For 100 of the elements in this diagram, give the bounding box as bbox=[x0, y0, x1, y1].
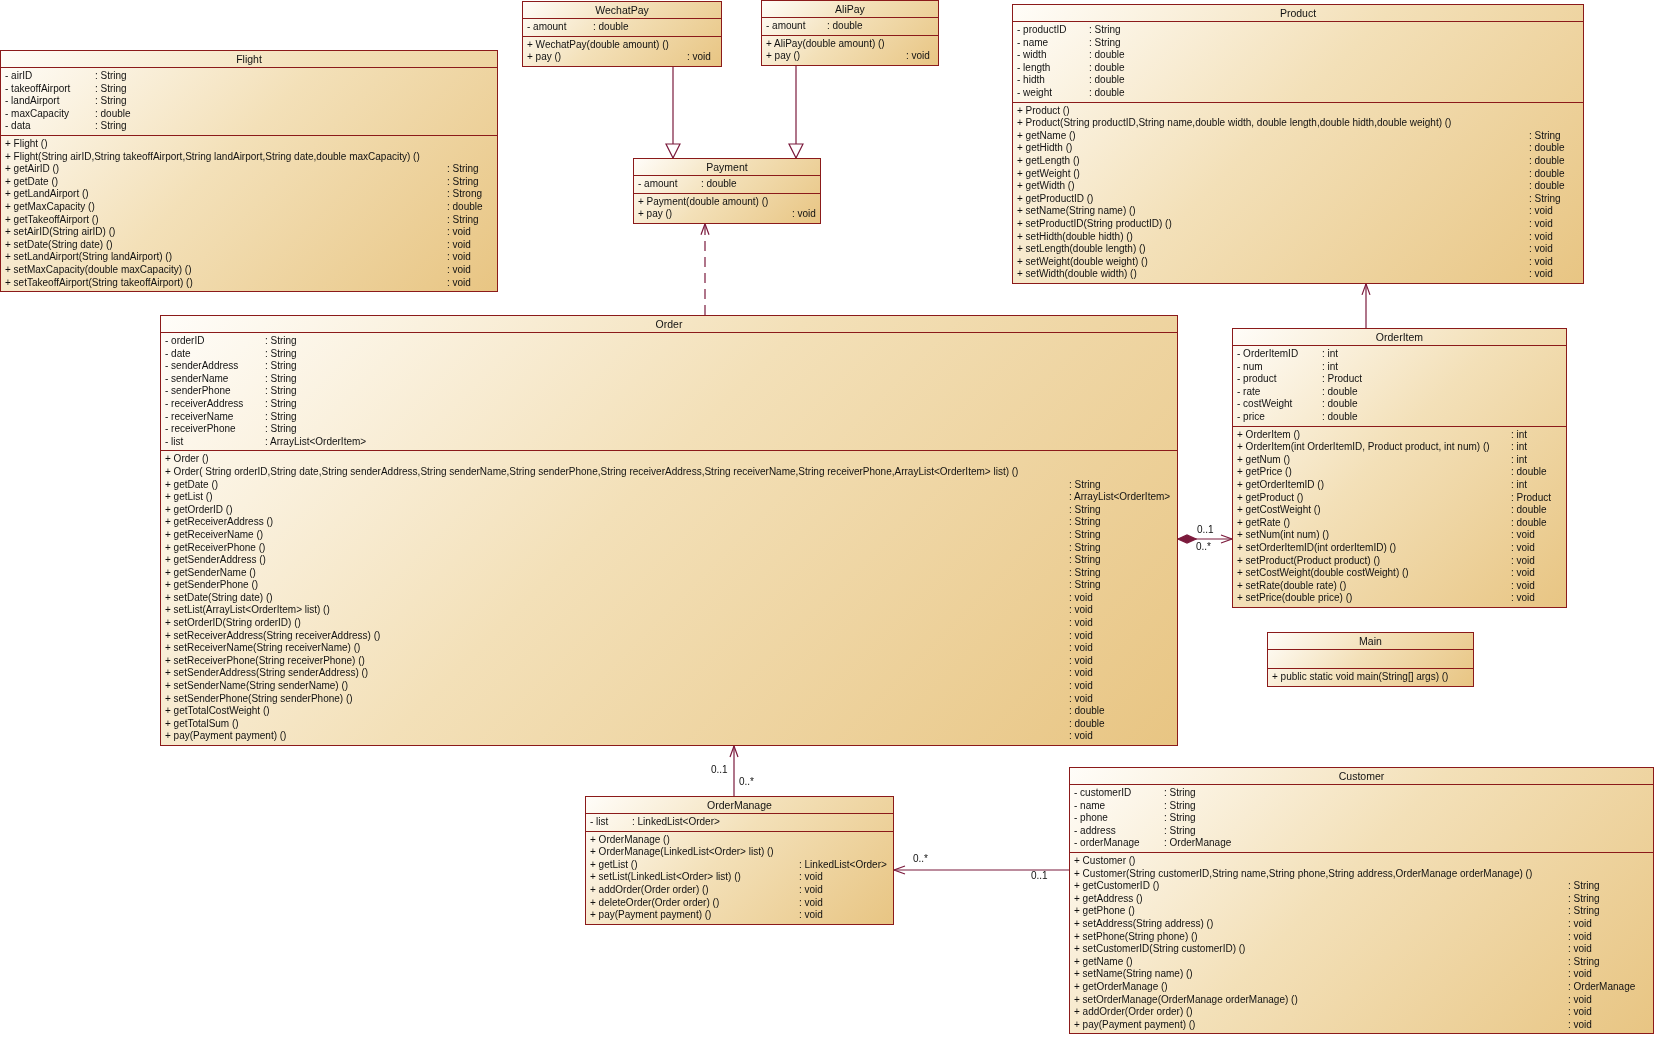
member-type: : void bbox=[1529, 217, 1553, 231]
member-type: : void bbox=[1069, 617, 1093, 630]
member-signature: + getCostWeight () bbox=[1237, 504, 1322, 517]
member-type: : String bbox=[1089, 36, 1121, 50]
member-signature: + OrderItem(int OrderItemID, Product product, int num) () bbox=[1237, 441, 1491, 454]
member-signature: + getRate () bbox=[1237, 516, 1292, 530]
member-signature: + Customer () bbox=[1074, 854, 1136, 868]
member-signature: - rate bbox=[1237, 385, 1262, 399]
member-signature: + addOrder(Order order) () bbox=[1074, 1006, 1194, 1019]
association-arrow bbox=[729, 745, 739, 797]
member-signature: + getSenderName () bbox=[165, 566, 257, 580]
member-type: : String bbox=[265, 410, 297, 424]
member-type: : double bbox=[1322, 398, 1358, 411]
member-signature: + setName(String name) () bbox=[1017, 205, 1137, 218]
member-type: : void bbox=[1529, 268, 1553, 281]
member-type: : String bbox=[1568, 955, 1600, 969]
member-signature: - airID bbox=[5, 70, 34, 83]
member-type: : LinkedList<Order> bbox=[632, 816, 720, 829]
member-type: : void bbox=[799, 883, 823, 897]
member-type: : double bbox=[1529, 167, 1565, 181]
member-signature: - name bbox=[1074, 799, 1107, 813]
member-signature: + Payment(double amount) () bbox=[638, 195, 769, 209]
member-type: : double bbox=[1089, 61, 1125, 75]
member-type: : String bbox=[1089, 24, 1121, 37]
member-signature: - list bbox=[165, 435, 185, 449]
member-signature: + setCostWeight(double costWeight) () bbox=[1237, 567, 1410, 580]
member-type: : String bbox=[1069, 554, 1101, 567]
member-signature: - costWeight bbox=[1237, 398, 1294, 411]
member-signature: - length bbox=[1017, 61, 1052, 75]
member-signature: + Order( String orderID,String date,String senderAddress,String senderName,String senderPhone,String receiverAddress,String receiverName,String receiverPhone,ArrayList<OrderItem> list) () bbox=[165, 465, 1019, 479]
member-signature: + Order () bbox=[165, 453, 209, 466]
multiplicity-label: 0..1 bbox=[1031, 870, 1048, 882]
member-signature: + setList(ArrayList<OrderItem> list) () bbox=[165, 604, 331, 618]
member-signature: - amount bbox=[638, 178, 679, 191]
member-type: : double bbox=[1322, 410, 1358, 424]
member-signature: + WechatPay(double amount) () bbox=[527, 38, 669, 52]
member-signature: + getName () bbox=[1074, 955, 1134, 969]
member-type: : String bbox=[1529, 192, 1561, 206]
member-signature: + OrderManage () bbox=[590, 833, 670, 847]
member-type: : int bbox=[1511, 441, 1528, 454]
member-type: : double bbox=[1529, 154, 1565, 168]
member-signature: + getDate () bbox=[5, 175, 60, 189]
member-signature: + setPrice(double price) () bbox=[1237, 592, 1354, 605]
member-signature: + getProductID () bbox=[1017, 192, 1095, 206]
member-type: : Product bbox=[1511, 491, 1552, 505]
member-type: : void bbox=[1069, 654, 1093, 668]
member-signature: + setPhone(String phone) () bbox=[1074, 930, 1199, 944]
member-signature: + setReceiverAddress(String receiverAddress) () bbox=[165, 629, 382, 643]
member-type: : OrderManage bbox=[1568, 980, 1636, 994]
member-signature: + setSenderAddress(String senderAddress) () bbox=[165, 667, 370, 681]
member-type: : double bbox=[1529, 142, 1565, 155]
member-type: : String bbox=[265, 372, 297, 386]
member-signature: + getWidth () bbox=[1017, 180, 1076, 193]
member-type: : String bbox=[95, 70, 127, 83]
member-type: : double bbox=[1322, 385, 1358, 399]
class-name: Flight bbox=[235, 52, 263, 67]
class-box bbox=[585, 796, 894, 925]
member-type: : int bbox=[1322, 348, 1339, 361]
class-name: Customer bbox=[1337, 769, 1386, 784]
member-signature: - OrderItemID bbox=[1237, 348, 1300, 361]
member-type: : String bbox=[95, 120, 127, 133]
member-signature: - receiverName bbox=[165, 410, 235, 424]
member-type: : ArrayList<OrderItem> bbox=[1069, 491, 1171, 504]
member-signature: + setRate(double rate) () bbox=[1237, 579, 1348, 593]
member-signature: + getReceiverAddress () bbox=[165, 516, 275, 529]
member-type: : void bbox=[799, 871, 823, 884]
member-signature: + getTotalCostWeight () bbox=[165, 705, 271, 718]
member-type: : void bbox=[1511, 579, 1535, 593]
member-signature: - customerID bbox=[1074, 787, 1133, 800]
member-signature: - amount bbox=[766, 20, 807, 33]
member-signature: + setDate(String date) () bbox=[5, 238, 114, 252]
member-type: : Product bbox=[1322, 373, 1363, 386]
member-signature: + deleteOrder(Order order) () bbox=[590, 896, 721, 910]
member-type: : void bbox=[799, 909, 823, 922]
member-type: : String bbox=[265, 347, 297, 361]
member-signature: + setSenderPhone(String senderPhone) () bbox=[165, 692, 354, 706]
member-signature: + setLength(double length) () bbox=[1017, 243, 1147, 256]
member-type: : void bbox=[447, 276, 471, 290]
member-signature: + getPhone () bbox=[1074, 905, 1136, 918]
multiplicity-label: 0..1 bbox=[711, 764, 728, 776]
member-type: : void bbox=[1069, 730, 1093, 743]
composition-arrow bbox=[1177, 534, 1233, 544]
multiplicity-label: 0..* bbox=[739, 776, 754, 788]
member-signature: + getLength () bbox=[1017, 154, 1081, 168]
member-type: : String bbox=[1069, 566, 1101, 580]
member-type: : void bbox=[447, 226, 471, 239]
member-type: : void bbox=[799, 896, 823, 910]
member-signature: + setOrderID(String orderID) () bbox=[165, 617, 302, 630]
class-name: OrderItem bbox=[1374, 330, 1425, 345]
member-signature: + setNum(int num) () bbox=[1237, 529, 1330, 542]
member-type: : void bbox=[906, 50, 930, 63]
member-signature: + getWeight () bbox=[1017, 167, 1081, 181]
member-type: : double bbox=[1089, 86, 1125, 100]
class-name: Product bbox=[1278, 6, 1318, 21]
member-type: : void bbox=[1511, 567, 1535, 580]
member-type: : void bbox=[1529, 243, 1553, 256]
member-signature: + setOrderManage(OrderManage orderManage) () bbox=[1074, 993, 1299, 1007]
class-box bbox=[1232, 328, 1567, 608]
member-type: : String bbox=[1529, 129, 1561, 143]
association-arrow bbox=[893, 865, 1070, 875]
